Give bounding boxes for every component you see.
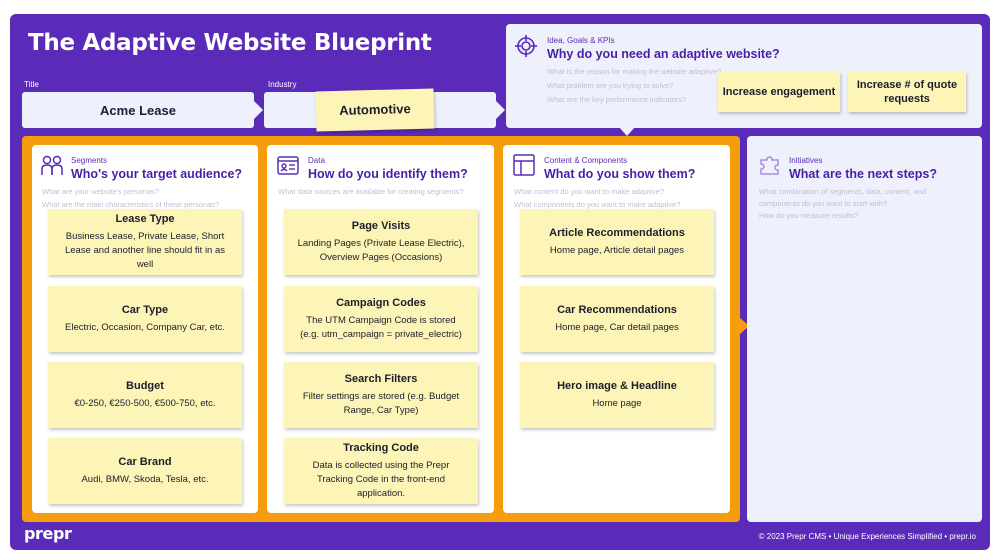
content-sticky-hero[interactable]: Hero image & Headline Home page: [520, 362, 714, 428]
sticky-title: Search Filters: [344, 373, 418, 386]
sticky-title: Article Recommendations: [549, 227, 685, 240]
content-sticky-article-recs[interactable]: Article Recommendations Home page, Artic…: [520, 209, 714, 275]
puzzle-icon: [760, 156, 779, 175]
sticky-title: Car Brand: [118, 456, 172, 469]
content-category: Content & Components: [544, 156, 628, 165]
sticky-body: The UTM Campaign Code is stored (e.g. ut…: [300, 315, 462, 340]
kpi-sticky-quotes[interactable]: Increase # of quote requests: [848, 72, 966, 112]
sticky-title: Page Visits: [351, 220, 411, 233]
sticky-body: Electric, Occasion, Company Car, etc.: [65, 322, 225, 334]
content-hint-2: What components do you want to make adap…: [514, 200, 681, 209]
people-icon: [41, 155, 63, 175]
initiatives-hint-2: How do you measure results?: [759, 211, 859, 220]
sticky-body: Data is collected using the Prepr Tracki…: [312, 460, 450, 499]
orange-pointer: [739, 317, 749, 335]
content-sticky-car-recs[interactable]: Car Recommendations Home page, Car detai…: [520, 286, 714, 352]
footer-copyright: © 2023 Prepr CMS • Unique Experiences Si…: [758, 532, 976, 541]
title-field[interactable]: Acme Lease: [22, 92, 254, 128]
sticky-title: Lease Type: [115, 213, 175, 226]
industry-sticky[interactable]: Automotive: [315, 88, 435, 132]
data-hint-1: What data sources are available for crea…: [278, 187, 464, 196]
sticky-body: Home page: [592, 398, 642, 410]
data-sticky-campaign-codes[interactable]: Campaign Codes The UTM Campaign Code is …: [284, 286, 478, 352]
page-title: The Adaptive Website Blueprint: [28, 30, 432, 56]
sticky-title: Tracking Code: [343, 442, 419, 455]
prepr-logo: prepr: [24, 524, 72, 543]
sticky-body: Audi, BMW, Skoda, Tesla, etc.: [81, 474, 209, 486]
sticky-title: Campaign Codes: [336, 297, 426, 310]
sticky-body: Home page, Car detail pages: [555, 322, 679, 334]
industry-arrow: [496, 101, 505, 119]
content-hint-1: What content do you want to make adaptiv…: [514, 187, 665, 196]
sticky-title: Car Type: [121, 304, 169, 317]
sticky-body: Home page, Article detail pages: [549, 245, 685, 257]
kpi-sticky-engagement-text: Increase engagement: [722, 85, 836, 98]
sticky-body: Landing Pages (Private Lease Electric), …: [297, 238, 465, 263]
data-category: Data: [308, 156, 325, 165]
kpi-sticky-engagement[interactable]: Increase engagement: [718, 72, 840, 112]
segments-hint-2: What are the main characteristics of the…: [42, 200, 220, 209]
layout-icon: [513, 154, 535, 176]
sticky-title: Hero image & Headline: [557, 380, 677, 393]
sticky-body: Filter settings are stored (e.g. Budget …: [302, 391, 460, 416]
data-heading: How do you identify them?: [308, 167, 468, 181]
sticky-title: Car Recommendations: [557, 304, 677, 317]
sticky-body: Business Lease, Private Lease, Short Lea…: [64, 231, 226, 270]
idea-heading: Why do you need an adaptive website?: [547, 47, 780, 61]
title-field-label: Title: [24, 80, 39, 89]
title-arrow: [254, 101, 263, 119]
crosshair-icon: [515, 35, 537, 57]
content-heading: What do you show them?: [544, 167, 696, 181]
idea-pointer: [619, 127, 635, 136]
initiatives-heading: What are the next steps?: [789, 167, 937, 181]
initiatives-hint-1: What combination of segments, data, cont…: [759, 187, 927, 208]
segment-sticky-lease-type[interactable]: Lease Type Business Lease, Private Lease…: [48, 209, 242, 275]
industry-value: Automotive: [339, 100, 411, 118]
id-card-icon: [277, 156, 299, 175]
data-sticky-page-visits[interactable]: Page Visits Landing Pages (Private Lease…: [284, 209, 478, 275]
data-sticky-search-filters[interactable]: Search Filters Filter settings are store…: [284, 362, 478, 428]
sticky-title: Budget: [126, 380, 164, 393]
title-field-value: Acme Lease: [100, 102, 176, 118]
industry-field-label: Industry: [268, 80, 297, 89]
segments-category: Segments: [71, 156, 108, 165]
segment-sticky-car-type[interactable]: Car Type Electric, Occasion, Company Car…: [48, 286, 242, 352]
segment-sticky-budget[interactable]: Budget €0-250, €250-500, €500-750, etc.: [48, 362, 242, 428]
data-sticky-tracking-code[interactable]: Tracking Code Data is collected using th…: [284, 438, 478, 504]
sticky-body: €0-250, €250-500, €500-750, etc.: [74, 398, 216, 410]
idea-hint-3: What are the key performance indicators?: [547, 95, 687, 104]
idea-hint-2: What problem are you trying to solve?: [547, 81, 674, 90]
segments-hint-1: What are your website's personas?: [42, 187, 159, 196]
segment-sticky-car-brand[interactable]: Car Brand Audi, BMW, Skoda, Tesla, etc.: [48, 438, 242, 504]
kpi-sticky-quotes-text: Increase # of quote requests: [856, 78, 958, 105]
idea-hint-1: What is the reason for making the websit…: [547, 67, 722, 76]
segments-heading: Who's your target audience?: [71, 167, 243, 181]
idea-category: Idea, Goals & KPIs: [547, 36, 615, 45]
initiatives-category: Initiatives: [789, 156, 823, 165]
initiatives-card: [747, 136, 982, 522]
